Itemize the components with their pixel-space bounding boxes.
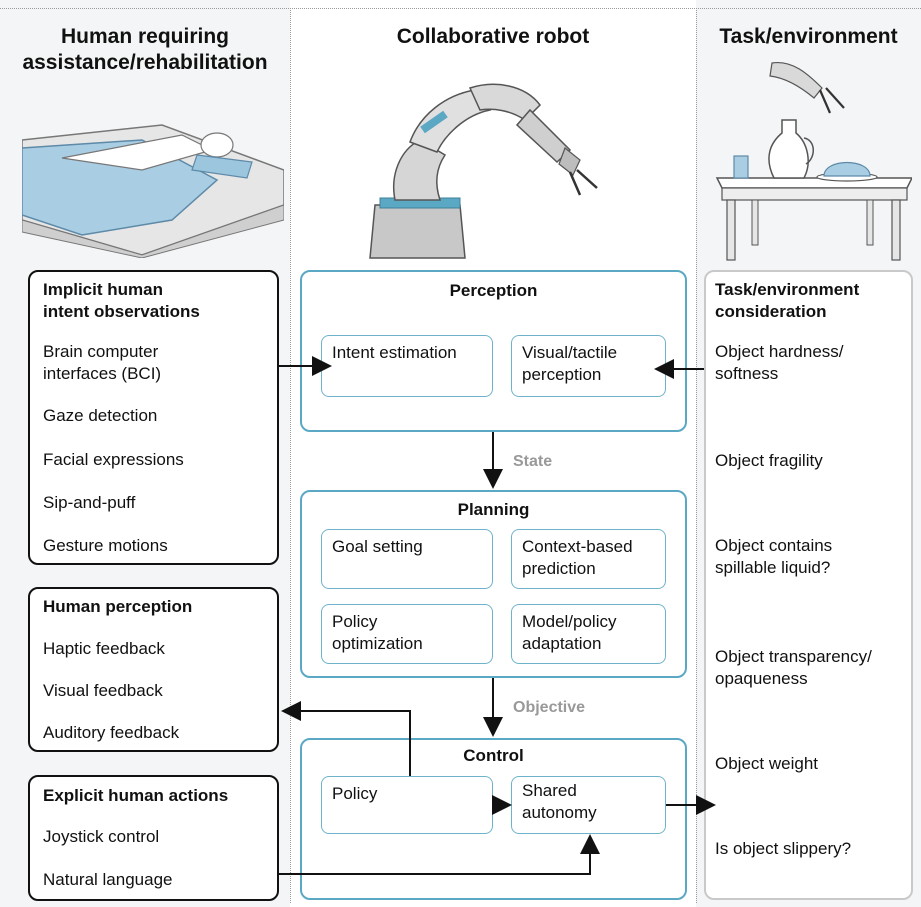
model-policy-adaptation-box: Model/policy adaptation [511, 604, 666, 664]
policy-box: Policy [321, 776, 493, 834]
perception-item-visual: Visual feedback [43, 681, 163, 700]
control-module-title: Control [463, 746, 524, 765]
task-item-liquid: Object contains spillable liquid? [715, 536, 833, 577]
mid-column-title: Collaborative robot [396, 25, 590, 48]
implicit-item-gesture: Gesture motions [43, 536, 168, 555]
human-perception-title: Human perception [43, 597, 193, 616]
task-environment-title: Task/environment consideration [715, 280, 860, 321]
state-label: State [513, 453, 553, 470]
intent-estimation-box: Intent estimation [321, 335, 493, 397]
explicit-actions-title: Explicit human actions [43, 786, 229, 805]
implicit-intent-box [28, 270, 279, 565]
language-to-shared-arrow [279, 834, 600, 875]
task-item-transparency: Object transparency/ opaqueness [715, 647, 872, 688]
visual-tactile-perception-box: Visual/tactile perception [511, 335, 666, 397]
shared-autonomy-box: Shared autonomy [511, 776, 666, 834]
implicit-item-facial: Facial expressions [43, 450, 184, 469]
left-divider [290, 8, 291, 903]
implicit-item-sip-puff: Sip-and-puff [43, 493, 136, 512]
task-item-hardness: Object hardness/ softness [715, 342, 844, 383]
control-to-perception-arrow [281, 701, 411, 776]
policy-optimization-box: Policy optimization [321, 604, 493, 664]
task-item-weight: Object weight [715, 754, 818, 773]
planning-module-title: Planning [457, 500, 530, 519]
task-item-slippery: Is object slippery? [715, 839, 852, 858]
right-column-title: Task/environment [719, 25, 898, 48]
robot-arm-illustration [369, 83, 598, 259]
goal-setting-box: Goal setting [321, 529, 493, 589]
implicit-intent-title: Implicit human intent observations [43, 280, 200, 321]
implicit-item-gaze: Gaze detection [43, 406, 158, 425]
perception-item-haptic: Haptic feedback [43, 639, 165, 658]
left-column-title: Human requiring assistance/rehabilitatio… [22, 25, 268, 74]
implicit-item-bci: Brain computer interfaces (BCI) [43, 342, 162, 383]
objective-label: Objective [513, 699, 586, 716]
patient-in-bed-illustration [22, 124, 284, 258]
explicit-actions-box [28, 775, 279, 901]
explicit-item-joystick: Joystick control [43, 827, 160, 846]
right-divider [696, 8, 697, 903]
human-perception-box [28, 587, 279, 752]
perception-item-auditory: Auditory feedback [43, 723, 180, 742]
context-prediction-box: Context-based prediction [511, 529, 666, 589]
top-divider [0, 8, 921, 9]
perception-module-title: Perception [449, 281, 538, 300]
explicit-item-language: Natural language [43, 870, 173, 889]
task-item-fragility: Object fragility [715, 451, 823, 470]
task-environment-box [704, 270, 913, 900]
table-with-objects-illustration [715, 61, 912, 261]
